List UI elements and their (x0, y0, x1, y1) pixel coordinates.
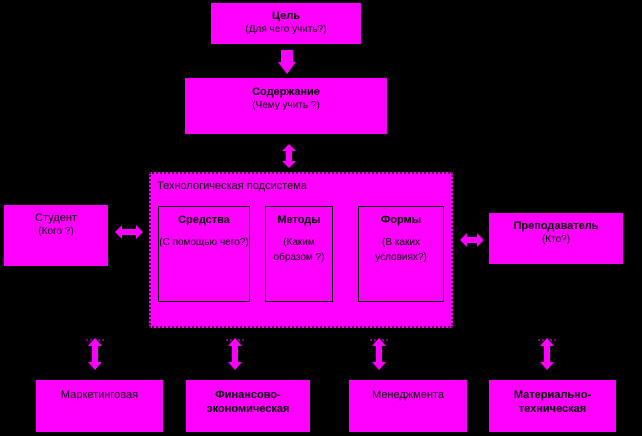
marketing-label: Маркетинговая (60, 389, 139, 401)
methods-title: Методы (277, 214, 321, 226)
finance-label-line1: Финансово- (215, 389, 281, 401)
arrow-leftright-subsystem-teacher (460, 233, 484, 247)
arrow-updown-marketing (86, 338, 104, 370)
marketing-box: Маркетинговая (36, 380, 163, 432)
forms-title: Формы (380, 214, 422, 226)
content-subtitle: (Чему учить ?) (252, 100, 320, 111)
means-box: Средства (С помощью чего?) (158, 206, 250, 302)
subsystem-title: Технологическая подсистема (157, 180, 307, 192)
forms-box: Формы (В каких условиях?) (358, 206, 444, 302)
teacher-box: Преподаватель (Кто?) (489, 213, 623, 264)
finance-label-line2: экономическая (206, 403, 290, 415)
methods-line2: образом ?) (273, 252, 325, 263)
technology-subsystem-box: Технологическая подсистема Средства (С п… (149, 172, 453, 328)
goal-title: Цель (271, 10, 301, 22)
arrow-down-goal-content (278, 50, 296, 74)
material-box: Материально- техническая (489, 380, 616, 432)
forms-line2: условиях?) (375, 252, 427, 263)
student-title: Студент (35, 212, 77, 224)
teacher-title: Преподаватель (513, 220, 599, 232)
management-box: Менеджмента (349, 380, 467, 432)
means-title: Средства (178, 214, 230, 226)
material-label-line1: Материально- (513, 389, 592, 401)
methods-box: Методы (Каким образом ?) (265, 206, 333, 302)
student-subtitle: (Кого ?) (38, 226, 74, 237)
arrow-updown-finance (226, 338, 244, 370)
methods-line1: (Каким (283, 237, 315, 248)
content-box: Содержание (Чему учить ?) (185, 78, 387, 134)
goal-box: Цель (Для чего учить?) (211, 3, 361, 44)
forms-line1: (В каких (382, 237, 420, 248)
means-line1: (С помощью (159, 237, 217, 248)
teacher-subtitle: (Кто?) (541, 234, 571, 245)
means-line2: чего?) (220, 237, 249, 248)
arrow-leftright-student-subsystem (115, 225, 143, 239)
arrow-updown-content-subsystem (282, 144, 296, 168)
arrow-updown-management (370, 338, 388, 370)
student-box: Студент (Кого ?) (4, 205, 108, 266)
management-label: Менеджмента (372, 389, 444, 401)
finance-box: Финансово- экономическая (186, 380, 310, 432)
material-label-line2: техническая (518, 403, 587, 415)
arrow-updown-material (538, 338, 556, 370)
content-title: Содержание (252, 86, 320, 98)
goal-subtitle: (Для чего учить?) (245, 24, 327, 35)
